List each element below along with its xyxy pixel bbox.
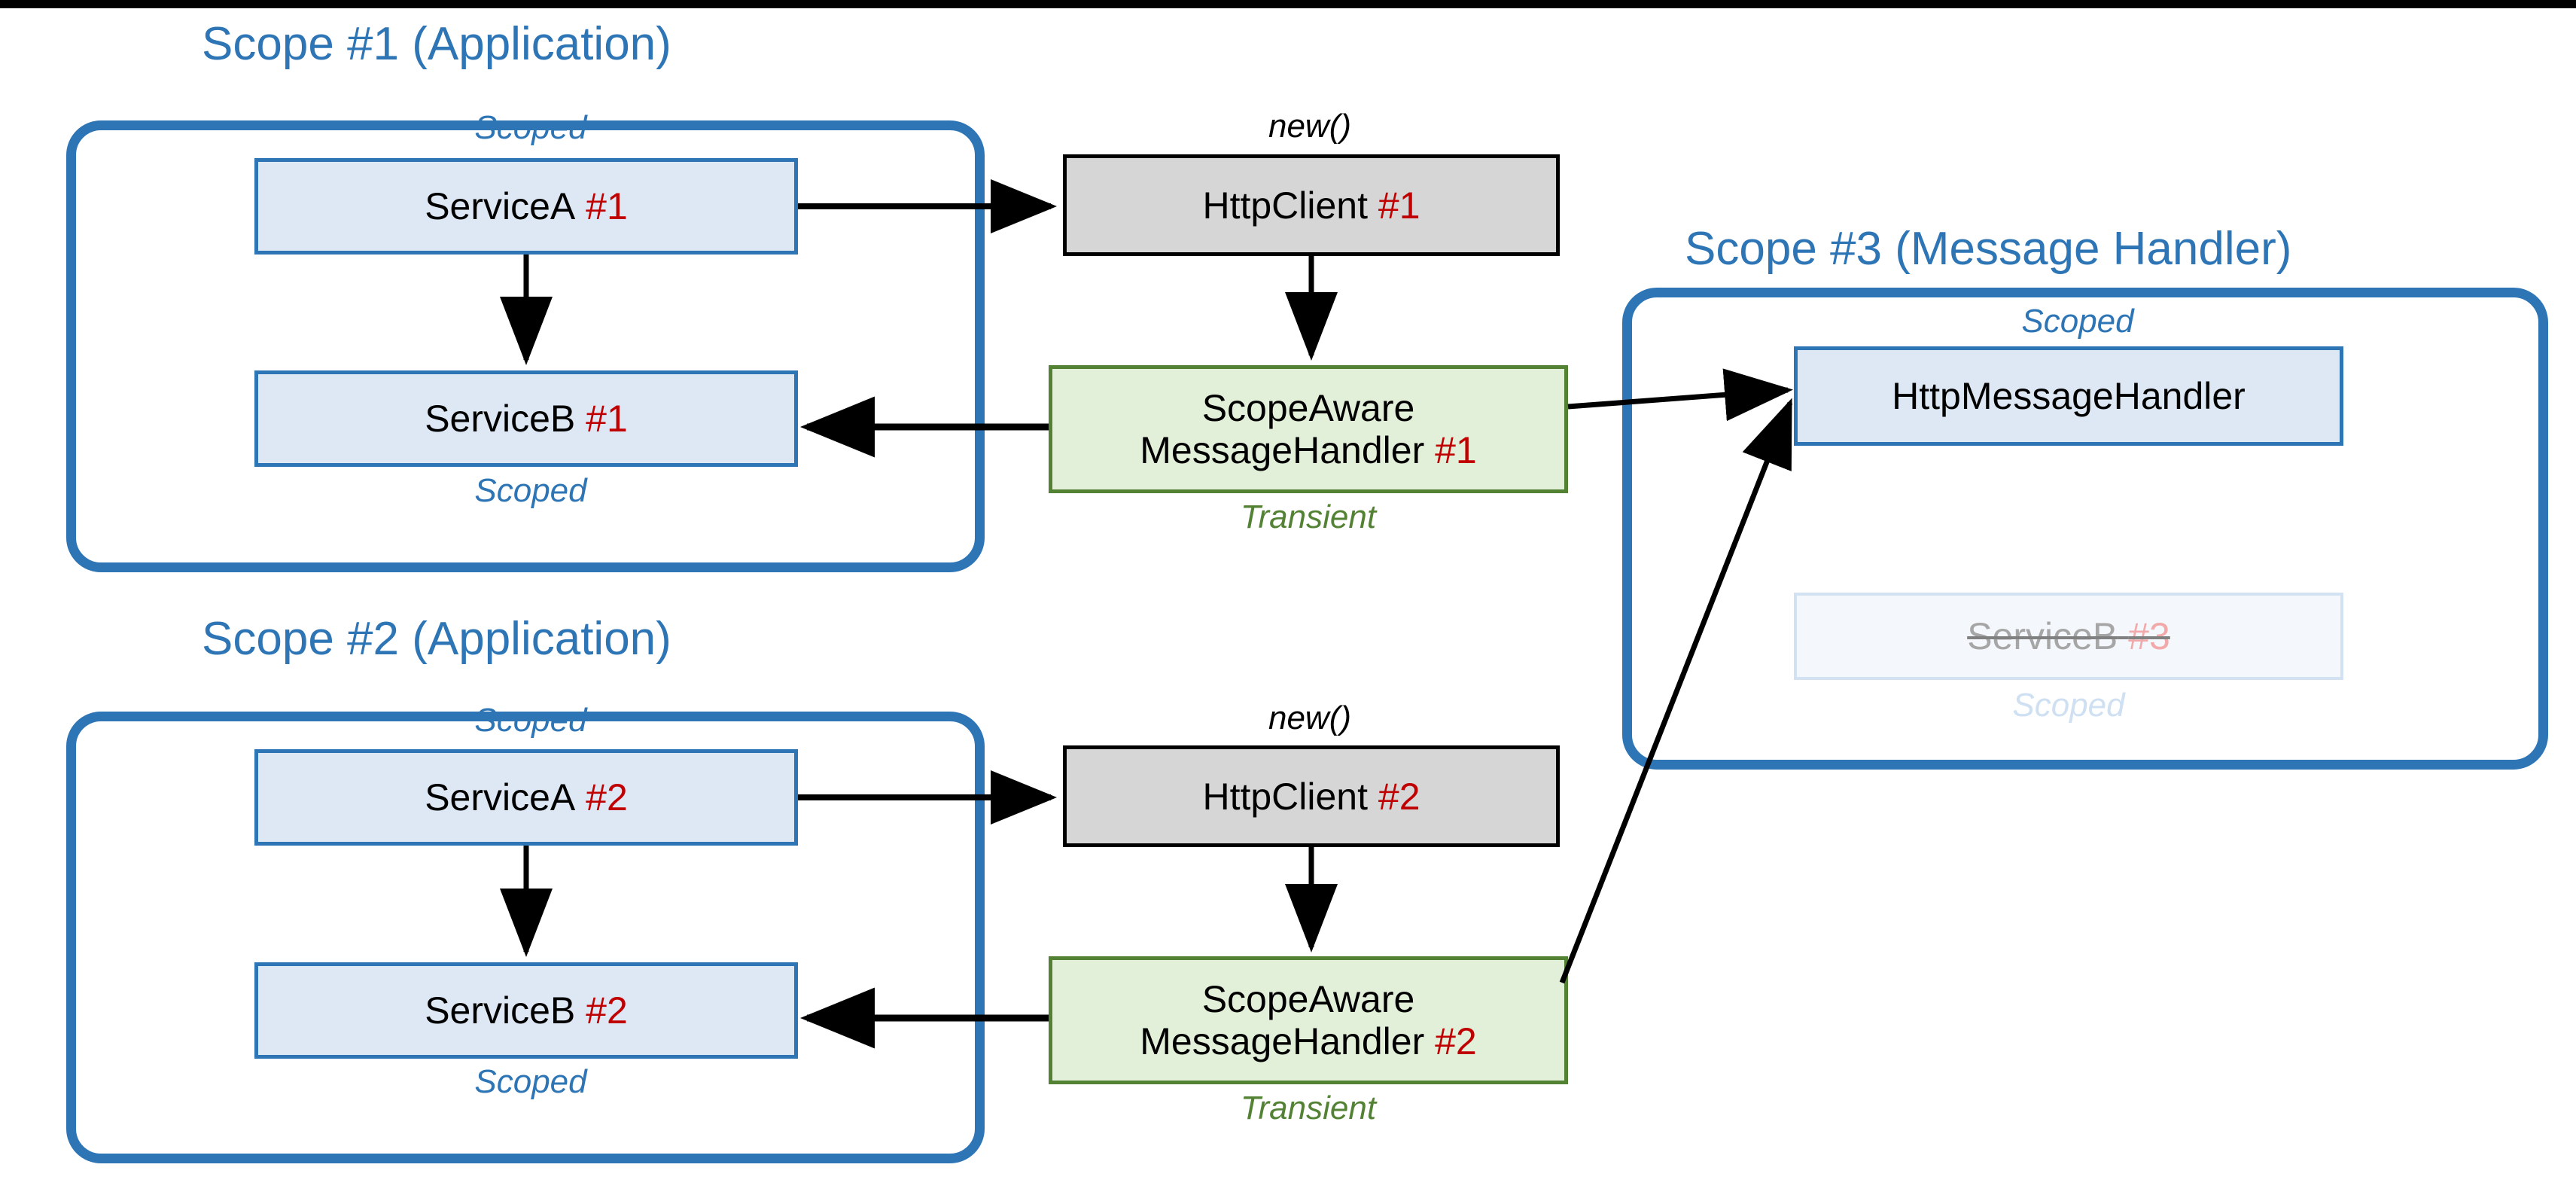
service-a-2-lifetime: Scoped (474, 702, 587, 739)
node-service-a-2: ServiceA #2 (254, 749, 798, 846)
service-a-2-name: ServiceA (425, 776, 576, 818)
service-a-1-number: #1 (586, 185, 628, 227)
service-b-3-number: #3 (2128, 615, 2170, 657)
scope-3-title: Scope #3 (Message Handler) (1685, 223, 2292, 275)
service-b-1-lifetime: Scoped (474, 472, 587, 509)
service-a-2-number: #2 (586, 776, 628, 818)
http-client-1-name: HttpClient (1202, 184, 1368, 227)
handler-1-lifetime: Transient (1240, 498, 1377, 535)
http-client-2-number: #2 (1378, 775, 1420, 818)
service-b-2-lifetime: Scoped (474, 1063, 587, 1100)
handler-1-name-line2: MessageHandler (1140, 429, 1425, 471)
handler-2-number: #2 (1435, 1020, 1477, 1062)
http-message-handler-lifetime: Scoped (2021, 303, 2134, 340)
service-a-1-name: ServiceA (425, 185, 576, 227)
node-service-b-2: ServiceB #2 (254, 962, 798, 1059)
handler-2-lifetime: Transient (1240, 1090, 1377, 1126)
node-service-b-3: ServiceB #3 (1794, 593, 2343, 680)
http-client-1-number: #1 (1378, 184, 1420, 227)
service-b-1-number: #1 (586, 398, 628, 440)
node-http-message-handler: HttpMessageHandler (1794, 346, 2343, 446)
scope-1-container (66, 120, 985, 572)
node-scopeaware-handler-2: ScopeAware MessageHandler #2 (1049, 956, 1568, 1084)
http-message-handler-name: HttpMessageHandler (1892, 375, 2246, 417)
node-scopeaware-handler-1: ScopeAware MessageHandler #1 (1049, 365, 1568, 493)
scope-2-container (66, 712, 985, 1163)
scope-3-container (1622, 288, 2548, 770)
handler-2-name-line2: MessageHandler (1140, 1020, 1425, 1062)
handler-1-name-line1: ScopeAware (1201, 387, 1415, 429)
node-http-client-1: HttpClient #1 (1063, 154, 1560, 256)
handler-1-number: #1 (1435, 429, 1477, 471)
service-b-2-number: #2 (586, 989, 628, 1032)
node-http-client-2: HttpClient #2 (1063, 745, 1560, 847)
node-service-b-1: ServiceB #1 (254, 370, 798, 467)
service-b-3-name: ServiceB (1967, 615, 2118, 657)
node-service-a-1: ServiceA #1 (254, 158, 798, 255)
service-a-1-lifetime: Scoped (474, 109, 587, 146)
service-b-2-name: ServiceB (425, 989, 576, 1032)
http-client-2-name: HttpClient (1202, 775, 1368, 818)
http-client-1-lifetime: new() (1268, 108, 1352, 145)
handler-2-name-line1: ScopeAware (1201, 978, 1415, 1020)
service-b-3-lifetime: Scoped (2012, 687, 2125, 724)
scope-2-title: Scope #2 (Application) (202, 613, 671, 665)
service-b-1-name: ServiceB (425, 398, 576, 440)
top-black-bar (0, 0, 2576, 8)
scope-1-title: Scope #1 (Application) (202, 18, 671, 70)
http-client-2-lifetime: new() (1268, 700, 1352, 736)
